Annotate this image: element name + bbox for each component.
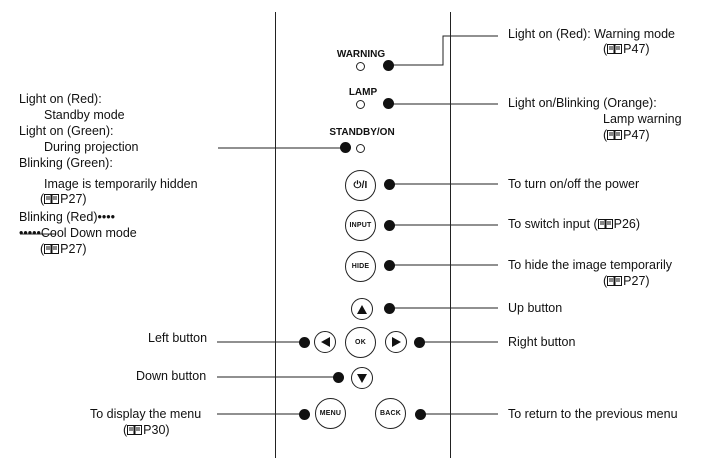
back-callout-dot <box>415 409 426 420</box>
triangle-down-icon <box>357 373 367 383</box>
book-icon <box>607 130 623 140</box>
standby-page-ref-2: P27 <box>60 242 83 256</box>
warning-callout-ref: (P47) <box>603 42 650 56</box>
menu-page-ref: P30 <box>143 423 166 437</box>
standby-red-desc: Standby mode <box>44 108 125 122</box>
standby-green-desc: During projection <box>44 140 139 154</box>
right-callout-dot <box>414 337 425 348</box>
lamp-callout-dot <box>383 98 394 109</box>
standby-green-title: Light on (Green): <box>19 124 114 138</box>
book-icon <box>127 425 143 435</box>
triangle-left-icon <box>320 337 330 347</box>
warning-callout-dot <box>383 60 394 71</box>
hide-button-label: HIDE <box>351 263 370 270</box>
power-button[interactable]: ⏻/I <box>345 170 376 201</box>
power-callout-dot <box>384 179 395 190</box>
right-callout-text: Right button <box>508 335 576 349</box>
standby-ref-1: (P27) <box>40 192 87 206</box>
warning-page-ref: P47 <box>623 42 646 56</box>
back-button[interactable]: BACK <box>375 398 406 429</box>
standby-blink-red-title: Blinking (Red)•••• <box>19 210 116 224</box>
down-callout-text: Down button <box>136 369 207 383</box>
lamp-callout-text-2: Lamp warning <box>603 112 682 126</box>
input-callout-dot <box>384 220 395 231</box>
back-callout-text: To return to the previous menu <box>508 407 678 421</box>
lamp-led <box>356 100 365 109</box>
ok-button-label: OK <box>355 339 366 346</box>
left-callout-text: Left button <box>148 331 208 345</box>
lamp-callout-text-1: Light on/Blinking (Orange): <box>508 96 657 110</box>
back-button-label: BACK <box>379 410 402 417</box>
book-icon <box>44 244 60 254</box>
hide-callout-text: To hide the image temporarily <box>508 258 672 272</box>
lamp-label: LAMP <box>348 87 378 98</box>
hide-callout-ref: (P27) <box>603 274 650 288</box>
menu-callout-dot <box>299 409 310 420</box>
left-callout-dot <box>299 337 310 348</box>
hide-callout-dot <box>384 260 395 271</box>
standby-red-title: Light on (Red): <box>19 92 102 106</box>
triangle-up-icon <box>357 304 367 314</box>
book-icon <box>44 194 60 204</box>
up-button[interactable] <box>351 298 373 320</box>
input-button-label: INPUT <box>349 222 372 229</box>
standby-led <box>356 144 365 153</box>
hide-page-ref: P27 <box>623 274 646 288</box>
power-callout-text: To turn on/off the power <box>508 177 640 191</box>
input-callout-close: ) <box>635 217 641 231</box>
up-callout-dot <box>384 303 395 314</box>
ok-button[interactable]: OK <box>345 327 376 358</box>
book-icon <box>607 44 623 54</box>
menu-button-label: MENU <box>319 410 342 417</box>
up-callout-text: Up button <box>508 301 563 315</box>
lamp-callout-ref: (P47) <box>603 128 650 142</box>
standby-page-ref-1: P27 <box>60 192 83 206</box>
input-callout-text: To switch input ( <box>508 217 598 231</box>
standby-blink-green-title: Blinking (Green): <box>19 156 113 170</box>
standby-cool-down: •••••Cool Down mode <box>19 226 137 240</box>
warning-callout-text: Light on (Red): Warning mode <box>508 27 675 41</box>
power-icon: ⏻/I <box>353 180 368 191</box>
triangle-right-icon <box>391 337 401 347</box>
right-button[interactable] <box>385 331 407 353</box>
input-button[interactable]: INPUT <box>345 210 376 241</box>
input-callout: To switch input ( P26) <box>508 217 640 232</box>
warning-led <box>356 62 365 71</box>
down-button[interactable] <box>351 367 373 389</box>
menu-callout-ref: (P30) <box>123 423 170 437</box>
lamp-page-ref: P47 <box>623 128 646 142</box>
menu-button[interactable]: MENU <box>315 398 346 429</box>
warning-leader <box>391 35 498 66</box>
menu-callout-text: To display the menu <box>90 407 202 421</box>
warning-label: WARNING <box>336 49 386 60</box>
standby-blink-green-desc: Image is temporarily hidden <box>44 177 198 191</box>
hide-button[interactable]: HIDE <box>345 251 376 282</box>
book-icon <box>597 219 613 229</box>
left-button[interactable] <box>314 331 336 353</box>
standby-callout-dot <box>340 142 351 153</box>
book-icon <box>607 276 623 286</box>
standby-label: STANDBY/ON <box>329 127 395 138</box>
standby-ref-2: (P27) <box>40 242 87 256</box>
down-callout-dot <box>333 372 344 383</box>
input-page-ref: P26 <box>613 217 636 231</box>
